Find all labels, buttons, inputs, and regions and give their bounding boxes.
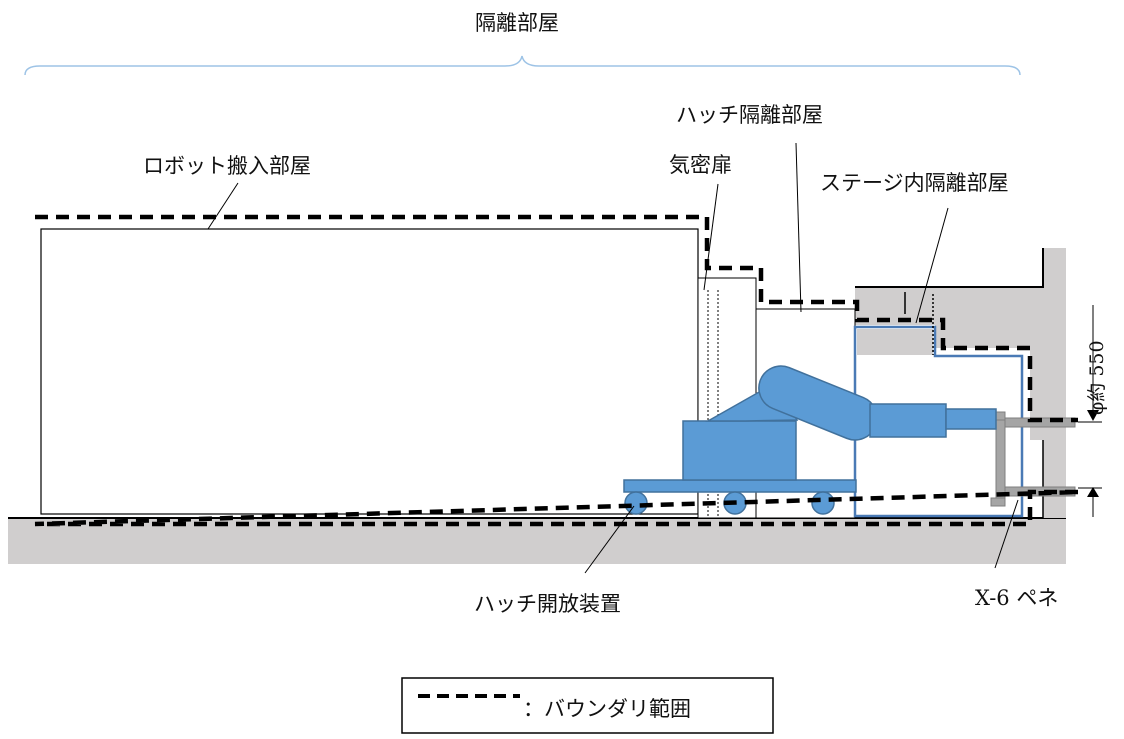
airtight-door-leader [703, 183, 719, 291]
airtight-door-label: 気密扉 [669, 153, 732, 177]
robot-room-box [40, 228, 699, 515]
isolation-room-brace [24, 55, 1021, 76]
robot-room-label: ロボット搬入部屋 [143, 154, 311, 178]
hatch-device-label: ハッチ開放装置 [474, 592, 621, 616]
diameter-arrow-top [1087, 410, 1099, 421]
boundary-line [34, 214, 1079, 527]
legend-label: ：バウンダリ範囲 [523, 697, 691, 721]
robot-forearm [869, 403, 947, 438]
penetration-flange-cap-2 [990, 497, 1006, 507]
stage-room-upper-gray [857, 329, 933, 355]
robot-room-leader [207, 182, 239, 230]
robot-base [682, 420, 797, 481]
legend: ：バウンダリ範囲 [401, 677, 774, 734]
hatch-device-leader [584, 505, 635, 574]
stage-room-label: ステージ内隔離部屋 [820, 171, 1009, 195]
penetration-label: X-6 ペネ [975, 586, 1058, 610]
diameter-label: φ約 550 [1086, 340, 1108, 415]
stage-room-leader [915, 207, 949, 324]
robot-wheel-3 [811, 491, 835, 515]
hatch-room-label: ハッチ隔離部屋 [676, 103, 823, 127]
isolation-room-label: 隔離部屋 [475, 11, 559, 35]
penetration-leader [994, 499, 1019, 569]
robot-wheel-1 [624, 491, 648, 515]
hatch-room-leader [795, 142, 802, 313]
legend-box [401, 677, 774, 734]
diameter-arrow-bottom [1087, 487, 1099, 497]
robot-wrist [945, 408, 997, 430]
containment-wall [855, 248, 1066, 518]
containment-wall-edge [855, 248, 1044, 288]
robot-carriage-deck [623, 479, 857, 493]
penetration-flange [995, 411, 1006, 507]
